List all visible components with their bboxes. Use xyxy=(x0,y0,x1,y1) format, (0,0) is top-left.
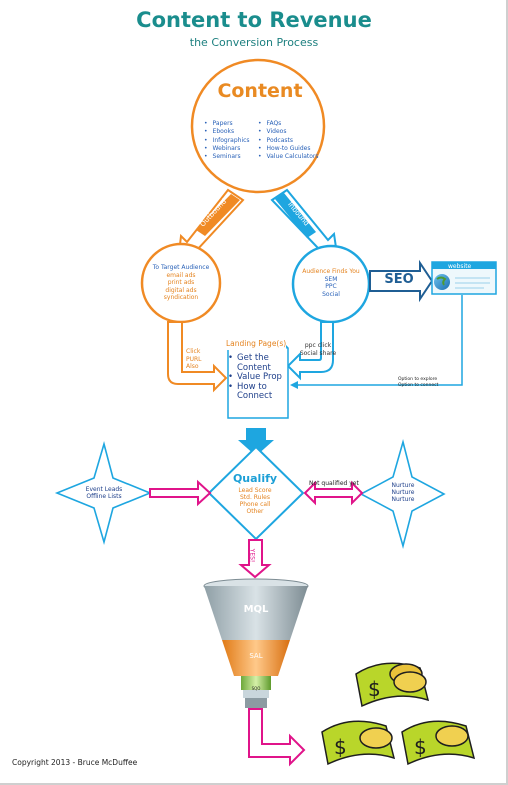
content-title: Content xyxy=(217,80,303,102)
qualify-list: Lead Score Std. Rules Phone call Other xyxy=(238,487,272,515)
outbound-text: To Target Audience email ads print ads d… xyxy=(152,264,210,301)
funnel-sal-label: SAL xyxy=(249,652,263,660)
funnel-mql-label: MQL xyxy=(243,604,269,615)
content-item: Infographics xyxy=(204,137,262,145)
inbound-response-arrow xyxy=(286,321,334,381)
funnel xyxy=(203,578,309,708)
inbound-response-labels: ppc click Social share xyxy=(299,342,337,357)
outbound-response-arrow xyxy=(167,321,228,393)
content-item: FAQs xyxy=(258,120,320,128)
inbound-text: Audience Finds You SEM PPC Social xyxy=(302,268,360,298)
page-title: Content to Revenue xyxy=(136,8,372,32)
not-qualified-label: Not qualified yet xyxy=(309,480,359,487)
content-item: Webinars xyxy=(204,145,262,153)
down-arrow xyxy=(238,428,274,456)
website-icon xyxy=(431,261,497,295)
content-item: Ebooks xyxy=(204,128,262,136)
content-item: Seminars xyxy=(204,153,262,161)
content-item: Podcasts xyxy=(258,137,320,145)
nurture-text: Nurture Nurture Nurture xyxy=(391,482,415,503)
money-icon-2: $ xyxy=(321,720,396,766)
landing-item: Value Prop xyxy=(228,372,288,383)
landing-page-title: Landing Page(s) xyxy=(226,339,287,348)
event-text: Event Leads Offline Lists xyxy=(85,486,123,500)
yes-arrow xyxy=(238,539,272,579)
copyright: Copyright 2013 - Bruce McDuffee xyxy=(12,758,138,767)
website-return-line xyxy=(298,295,463,386)
svg-text:$: $ xyxy=(334,735,347,759)
money-icon-1: $ xyxy=(355,662,430,708)
content-list-left: Papers Ebooks Infographics Webinars Semi… xyxy=(204,120,262,161)
funnel-sqo-label: SQO xyxy=(251,686,261,691)
landing-item: How to Connect xyxy=(228,382,288,402)
content-item: Papers xyxy=(204,120,262,128)
qualify-title: Qualify xyxy=(232,472,278,485)
svg-text:$: $ xyxy=(414,735,427,759)
content-item: How-to Guides xyxy=(258,145,320,153)
content-item: Value Calculators xyxy=(258,153,320,161)
page-subtitle: the Conversion Process xyxy=(189,36,319,49)
seo-label: SEO xyxy=(384,272,414,287)
website-label: website xyxy=(448,263,472,270)
landing-list: Get the Content Value Prop How to Connec… xyxy=(228,353,288,402)
landing-item: Get the Content xyxy=(228,353,288,373)
seo-arrow xyxy=(369,259,434,303)
content-item: Videos xyxy=(258,128,320,136)
event-to-qualify-arrow xyxy=(149,479,212,507)
event-star xyxy=(54,441,153,545)
outbound-response-labels: Click PURL Also xyxy=(186,348,202,370)
revenue-arrow xyxy=(248,708,306,767)
content-list-right: FAQs Videos Podcasts How-to Guides Value… xyxy=(258,120,320,161)
website-options: Option to explore Option to connect xyxy=(398,377,439,388)
svg-text:$: $ xyxy=(368,677,381,701)
qualify-nurture-arrow xyxy=(303,480,364,506)
nurture-star xyxy=(359,438,446,550)
money-icon-3: $ xyxy=(401,720,476,766)
yes-label: YES! xyxy=(248,548,256,563)
